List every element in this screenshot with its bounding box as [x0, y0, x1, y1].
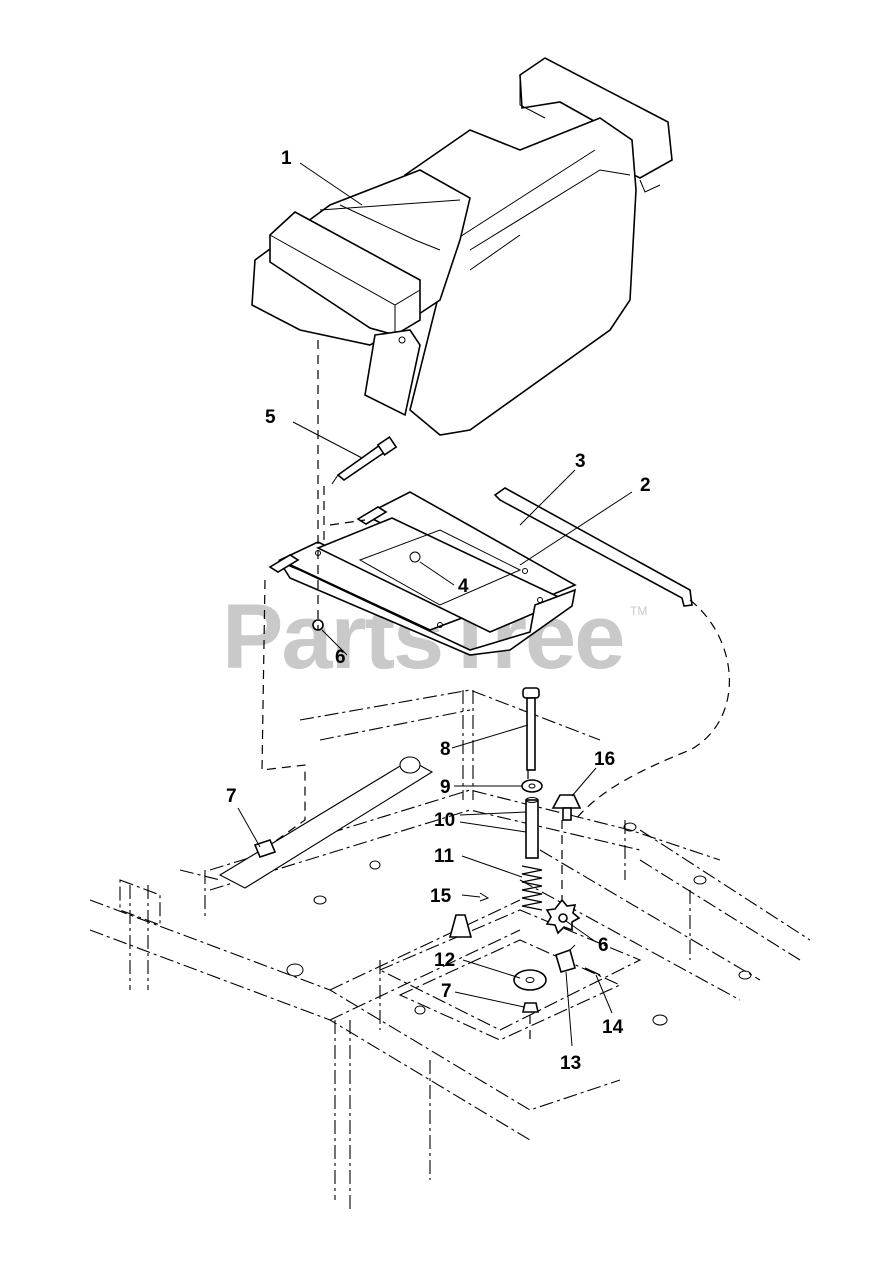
callout-10: 10 [434, 810, 455, 831]
callout-14: 14 [602, 1017, 624, 1038]
nut-part-7-lower[interactable] [522, 1002, 539, 1013]
screw-part-14[interactable] [584, 967, 601, 976]
bumper-part-16[interactable] [551, 794, 582, 821]
watermark-trademark: TM [630, 604, 647, 618]
callout-12: 12 [434, 950, 455, 971]
nut-part-6-lower[interactable] [558, 913, 568, 923]
callout-4: 4 [458, 576, 469, 597]
spacer-part-10[interactable] [525, 797, 539, 859]
assembly-guide-lines [261, 340, 730, 1040]
callout-5: 5 [265, 407, 276, 428]
leader-lines [237, 162, 633, 1047]
rod-part-3[interactable] [493, 487, 693, 607]
bolt-part-5[interactable] [331, 436, 398, 485]
callout-2: 2 [640, 475, 651, 496]
callout-15: 15 [430, 886, 452, 907]
callout-9: 9 [440, 777, 451, 798]
switch-part-13[interactable] [555, 944, 576, 973]
seat-part[interactable] [251, 57, 673, 436]
bolt-part-8[interactable] [522, 687, 540, 771]
callout-3: 3 [575, 451, 586, 472]
callout-7-lower: 7 [441, 981, 452, 1002]
spring-part-11[interactable] [521, 865, 543, 911]
callout-labels: 1 2 3 4 5 6 6 7 7 8 9 10 11 12 13 14 15 … [226, 148, 651, 1074]
washer-part-9[interactable] [521, 779, 543, 793]
nut-part-7-left[interactable] [253, 839, 277, 858]
callout-8: 8 [440, 739, 451, 760]
callout-6-lower: 6 [598, 935, 609, 956]
washer-plate-part-12[interactable] [513, 969, 547, 991]
callout-7-left: 7 [226, 786, 237, 807]
seat-plate-part-2[interactable] [268, 491, 577, 656]
tractor-frame [89, 689, 811, 1210]
callout-6-upper: 6 [335, 647, 346, 668]
callout-1: 1 [281, 148, 292, 169]
callout-11: 11 [434, 846, 455, 867]
bumper-cone[interactable] [448, 914, 473, 938]
callout-13: 13 [560, 1053, 581, 1074]
callout-16: 16 [594, 749, 615, 770]
